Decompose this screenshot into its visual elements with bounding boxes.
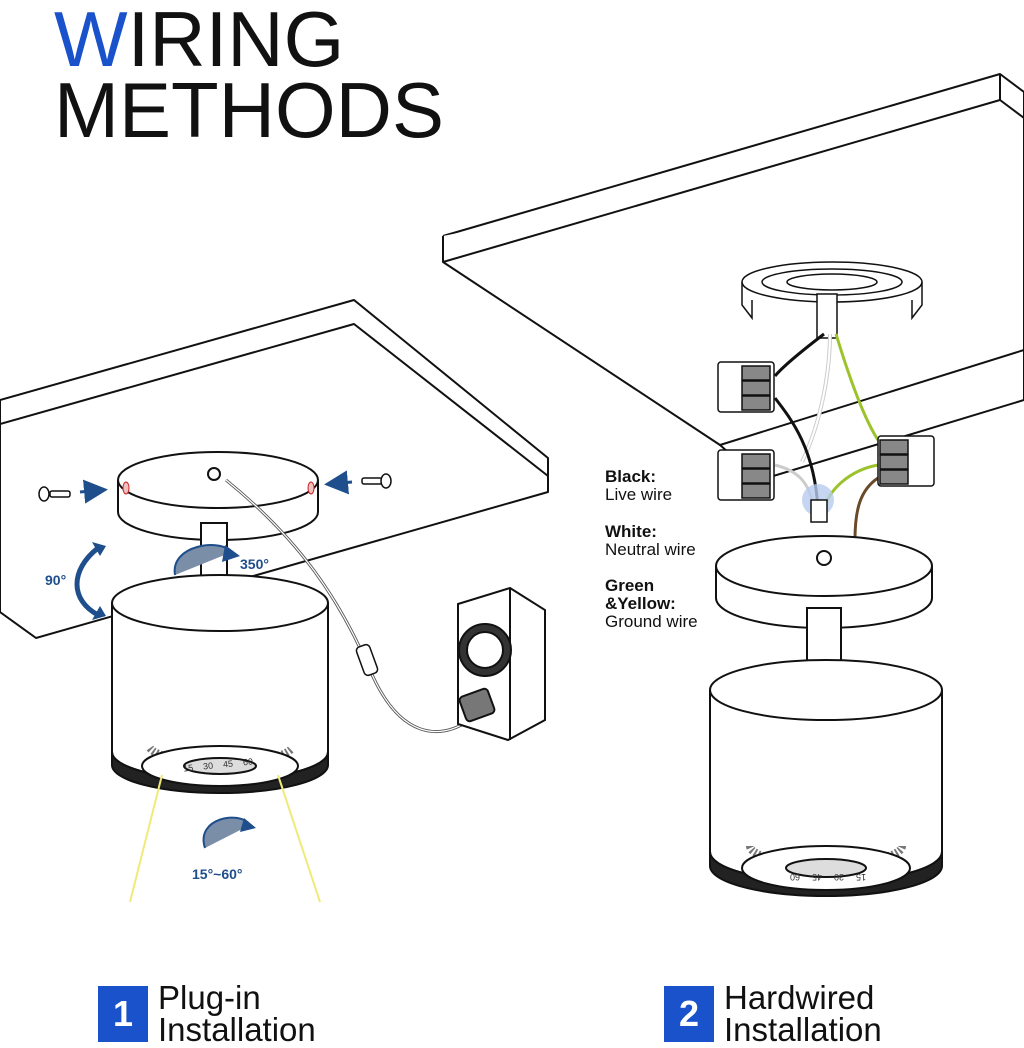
- knob-tick: 30: [202, 760, 214, 772]
- tilt-angle-label: 90°: [45, 572, 67, 588]
- lower-wire-connector: [717, 449, 775, 501]
- method-label: Hardwired Installation: [724, 979, 882, 1048]
- cord-switch: [355, 643, 379, 677]
- method-number-badge: 1: [98, 986, 148, 1042]
- legend-value: Ground wire: [605, 612, 698, 631]
- title-accent-letter: W: [54, 0, 128, 83]
- method-label: Plug-in Installation: [158, 979, 316, 1048]
- title-line2: METHODS: [54, 66, 444, 154]
- left-mount-base: [117, 451, 319, 541]
- method-line2: Installation: [724, 1011, 882, 1048]
- method-hardwired: 2 Hardwired Installation: [664, 979, 882, 1048]
- method-line1: Hardwired: [724, 979, 875, 1016]
- legend-value: Neutral wire: [605, 540, 696, 559]
- method-line1: Plug-in: [158, 979, 261, 1016]
- legend-key: Black:: [605, 467, 657, 486]
- mounting-bracket: [741, 261, 923, 339]
- left-fixture-body: [111, 574, 329, 794]
- beam-right: [277, 774, 321, 903]
- method-plug-in: 1 Plug-in Installation: [98, 979, 316, 1048]
- method-line2: Installation: [158, 1011, 316, 1048]
- rotate-angle-label: 350°: [240, 556, 269, 572]
- right-fixture-body: [709, 659, 943, 897]
- beam-left: [129, 774, 163, 903]
- legend-value: Live wire: [605, 485, 673, 504]
- right-mount-base: [715, 535, 933, 629]
- knob-tick: 45: [812, 872, 823, 882]
- right-wire-connector: [877, 435, 935, 487]
- right-screw: [361, 473, 392, 489]
- upper-wire-connector: [717, 361, 775, 413]
- right-knob-ticks: 15 30 45 60: [790, 872, 866, 882]
- legend-ground: Green &Yellow: Ground wire: [605, 577, 715, 631]
- left-screw: [38, 486, 71, 502]
- legend-key: Green &Yellow:: [605, 576, 676, 613]
- beam-angle-label: 15°~60°: [192, 866, 243, 882]
- knob-tick: 60: [790, 872, 801, 882]
- wires: [773, 332, 880, 541]
- knob-tick: 30: [834, 872, 845, 882]
- right-ceiling-slab: [442, 73, 1024, 481]
- legend-neutral: White: Neutral wire: [605, 523, 696, 559]
- legend-live: Black: Live wire: [605, 468, 672, 504]
- legend-key: White:: [605, 522, 657, 541]
- knob-tick: 15: [856, 872, 867, 882]
- plug-timer: [457, 586, 546, 742]
- title-line1-rest: IRING: [127, 0, 345, 83]
- knob-tick: 15: [182, 762, 194, 774]
- right-screw-arrow: [324, 470, 353, 495]
- method-number-badge: 2: [664, 986, 714, 1042]
- knob-tick: 60: [242, 756, 254, 768]
- tilt-90-arrow: [74, 546, 100, 618]
- left-screw-arrow: [79, 479, 108, 504]
- knob-tick: 45: [222, 758, 234, 770]
